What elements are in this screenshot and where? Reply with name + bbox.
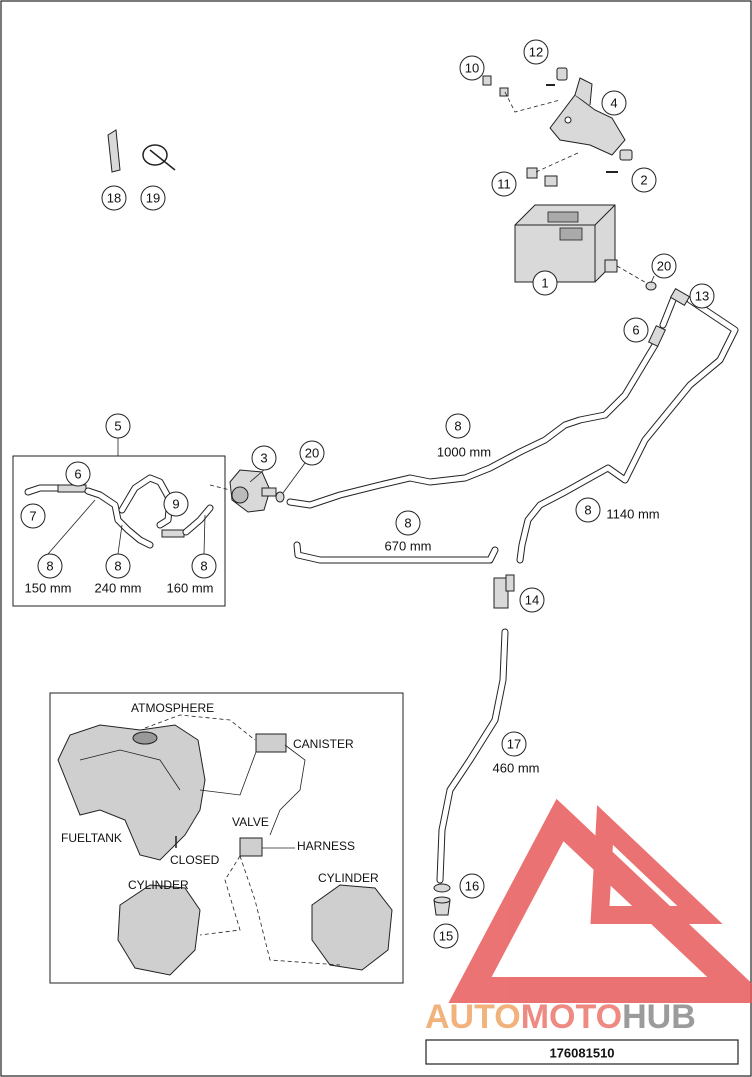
callout-1: 1 — [541, 276, 548, 291]
label-canister: CANISTER — [293, 737, 354, 751]
callout-7: 7 — [29, 509, 36, 524]
bracket-assembly — [482, 67, 633, 187]
label-valve: VALVE — [232, 815, 269, 829]
callout-10: 10 — [465, 61, 479, 76]
length-1140: 1140 mm — [606, 507, 659, 522]
callout-17: 17 — [507, 737, 521, 752]
callout-6-left: 6 — [74, 467, 81, 482]
length-150: 150 mm — [25, 581, 72, 596]
callout-8-150: 8 — [46, 559, 53, 574]
callout-4: 4 — [610, 96, 617, 111]
callout-2: 2 — [640, 173, 647, 188]
valve-illustration — [239, 837, 263, 857]
schematic-box: ATMOSPHERE CANISTER FUELTANK VALVE HARNE… — [49, 692, 404, 984]
callout-20-valve: 20 — [305, 446, 319, 461]
watermark-auto: AUTO — [425, 998, 521, 1036]
callout-5: 5 — [114, 419, 121, 434]
watermark-text: AUTOMOTOHUB — [425, 998, 696, 1036]
kit-box — [12, 455, 226, 607]
label-cylinder-right: CYLINDER — [318, 871, 379, 885]
callout-8-670: 8 — [404, 516, 411, 531]
label-cylinder-left: CYLINDER — [128, 878, 189, 892]
label-closed: CLOSED — [170, 853, 220, 867]
callout-8-1140: 8 — [584, 503, 591, 518]
leader-lines — [47, 275, 655, 555]
fueltank-illustration — [57, 724, 206, 861]
callouts: 1 2 3 4 5 6 6 7 8 8 8 8 8 8 9 10 11 12 1… — [20, 39, 715, 949]
label-fueltank: FUELTANK — [61, 831, 122, 845]
callout-19: 19 — [146, 191, 160, 206]
length-240: 240 mm — [95, 581, 142, 596]
callout-20-top: 20 — [657, 259, 671, 274]
length-160: 160 mm — [167, 581, 214, 596]
callout-11: 11 — [497, 177, 511, 192]
length-1000: 1000 mm — [437, 445, 491, 460]
callout-8-240: 8 — [114, 559, 121, 574]
callout-8-1000: 8 — [454, 419, 461, 434]
callout-3: 3 — [260, 451, 267, 466]
tool-parts — [107, 129, 176, 173]
length-460: 460 mm — [493, 761, 540, 776]
label-harness: HARNESS — [297, 839, 355, 853]
callout-14: 14 — [525, 593, 539, 608]
watermark-moto: MOTO — [521, 998, 622, 1036]
drawing-number-box — [425, 1039, 739, 1065]
cylinder-left-illustration — [117, 884, 201, 976]
valve-part — [229, 469, 277, 513]
label-atmosphere: ATMOSPHERE — [131, 701, 214, 715]
watermark-logo — [448, 798, 752, 1003]
canister-part — [514, 204, 618, 283]
callout-6-right: 6 — [632, 323, 639, 338]
length-670: 670 mm — [385, 539, 432, 554]
canister-illustration — [255, 733, 287, 753]
callout-12: 12 — [529, 45, 543, 60]
callout-15: 15 — [439, 929, 453, 944]
drawing-number: 176081510 — [549, 1046, 614, 1061]
callout-18: 18 — [107, 191, 121, 206]
fitting-part — [493, 574, 515, 609]
watermark-hub: HUB — [622, 998, 696, 1036]
callout-8-160: 8 — [200, 559, 207, 574]
callout-13: 13 — [695, 289, 709, 304]
callout-16: 16 — [465, 879, 479, 894]
callout-9: 9 — [172, 497, 179, 512]
cylinder-right-illustration — [311, 884, 393, 971]
